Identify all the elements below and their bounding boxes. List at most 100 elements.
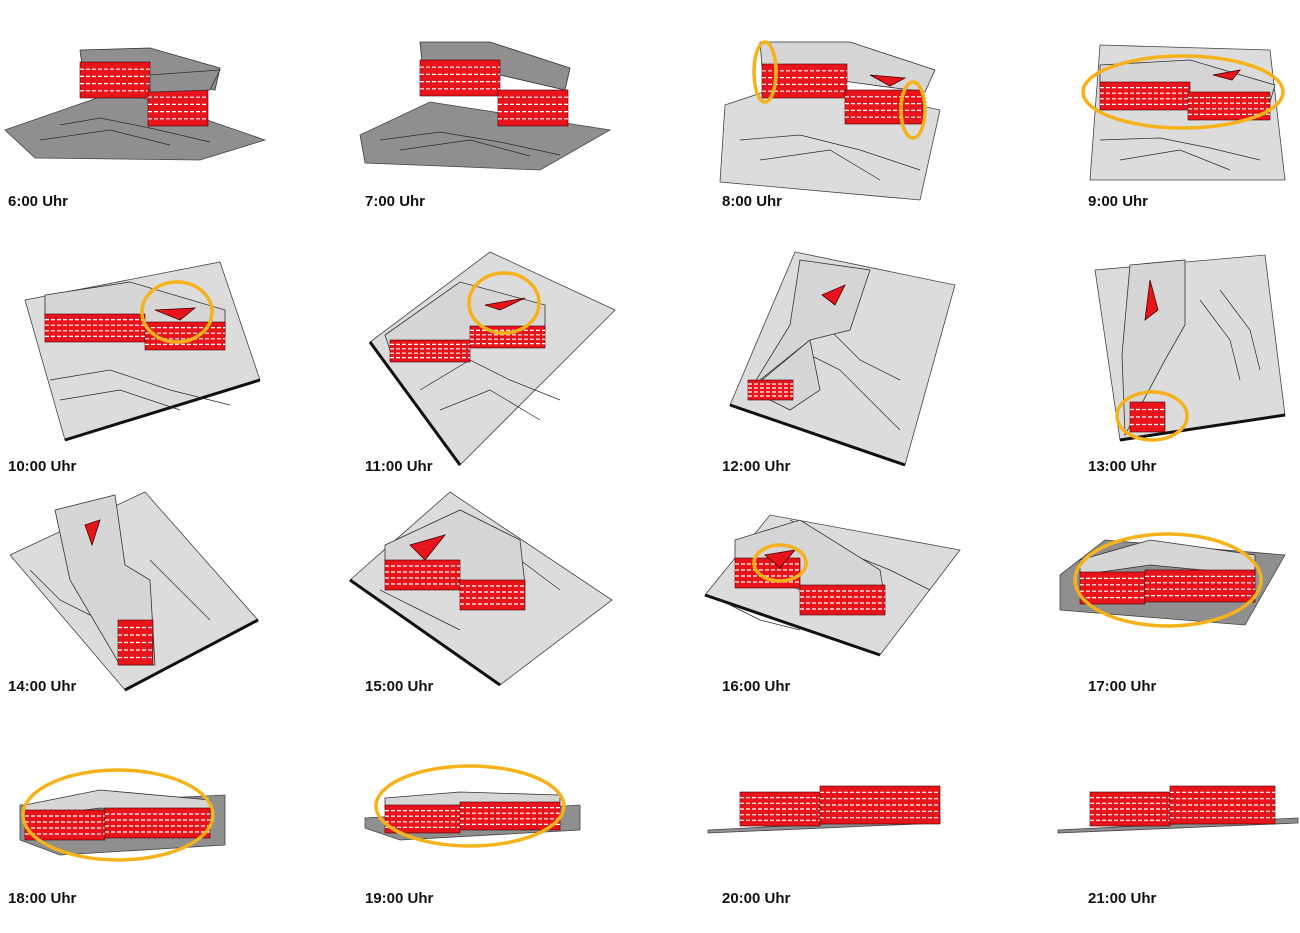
site-edge [124,618,259,692]
time-label: 8:00 Uhr [722,193,783,210]
courtyard-opening [764,549,796,569]
south-facade [747,379,794,401]
west-facade [44,313,146,343]
contour-line [379,589,461,631]
courtyard-opening [84,519,101,547]
panel-6-model [368,251,616,466]
highlight-ellipse-courtyard [140,280,214,344]
courtyard-opening [484,297,526,311]
highlight-ellipse-west [752,40,778,104]
contour-line [59,389,181,411]
south-facade [1169,785,1276,825]
contour-line [759,149,881,181]
panel-4-model [1081,44,1286,181]
south-facade [799,584,886,616]
contour-line [1099,137,1261,161]
panel-2-model [359,41,612,171]
time-label: 11:00 Uhr [365,458,433,475]
panel-11-model [704,514,961,657]
west-facade [1079,571,1146,605]
site-edge [729,403,906,467]
west-facade [384,804,461,834]
panel-5-model [24,261,261,442]
contour-line [379,131,561,156]
site-edge [1119,413,1286,442]
contour-line [799,349,901,431]
west-facade [24,809,106,841]
contour-line [29,569,101,621]
courtyard-opening [869,74,907,87]
time-label: 16:00 Uhr [722,678,791,695]
contour-line [739,134,921,171]
east-roof [149,69,221,93]
panel-3-model [719,40,941,201]
contour-line [39,129,171,146]
west-facade [419,59,501,97]
south-facade [469,325,546,349]
contour-line [719,599,801,631]
south-facade [844,89,924,125]
site-edge [704,593,881,657]
west-facade [739,791,821,827]
contour-line [59,117,211,143]
highlight-ellipse-facade [1073,532,1263,628]
site-edge [64,378,261,442]
panel-16-model [1057,785,1299,834]
time-label: 19:00 Uhr [365,890,434,907]
south-facade [459,579,526,611]
time-label: 20:00 Uhr [722,890,791,907]
highlight-ellipse-facade [21,768,215,862]
west-facade [1099,81,1191,111]
courtyard-opening [821,284,846,306]
contour-line [1119,149,1231,171]
highlight-ellipse-facade [374,764,566,848]
time-label: 14:00 Uhr [8,678,77,695]
courtyard-opening [154,307,197,321]
west-facade [79,61,151,99]
time-label: 15:00 Uhr [365,678,434,695]
time-label: 7:00 Uhr [365,193,426,210]
highlight-ellipse-courtyard [467,271,541,335]
time-label: 21:00 Uhr [1088,890,1157,907]
contour-line [49,369,231,406]
contour-line [829,329,901,381]
west-facade [389,339,471,363]
time-label: 10:00 Uhr [8,458,77,475]
south-facade [117,619,154,666]
courtyard-opening [1212,69,1241,81]
panel-13-model [19,768,226,862]
time-label: 13:00 Uhr [1088,458,1157,475]
contour-line [419,359,561,401]
contour-line [439,389,541,421]
panel-9-model [9,491,259,692]
highlight-ellipse-facade [1081,54,1285,130]
south-facade [1187,91,1271,121]
west-facade [384,559,461,591]
contour-line [1199,299,1241,381]
highlight-ellipse-end [1115,390,1189,442]
panel-14-model [364,764,581,848]
panel-15-model [707,785,941,834]
courtyard-opening [409,534,447,561]
time-label: 12:00 Uhr [722,458,791,475]
site-edge [349,578,501,687]
highlight-ellipse-east [899,80,927,140]
south-facade [1144,569,1256,603]
west-facade [1089,791,1171,827]
south-facade [819,785,941,825]
highlight-ellipse-courtyard [752,543,808,583]
south-facade [459,801,561,831]
building-roof [1121,259,1186,437]
time-label: 18:00 Uhr [8,890,77,907]
time-label: 17:00 Uhr [1088,678,1157,695]
south-facade [147,89,209,127]
time-label: 6:00 Uhr [8,193,69,210]
panel-10-model [349,491,613,687]
panel-7-model [729,251,956,467]
contour-line [149,559,211,621]
end-facade [1129,401,1166,433]
site-base [359,101,612,171]
south-facade [497,89,569,127]
site-edge [368,341,462,466]
